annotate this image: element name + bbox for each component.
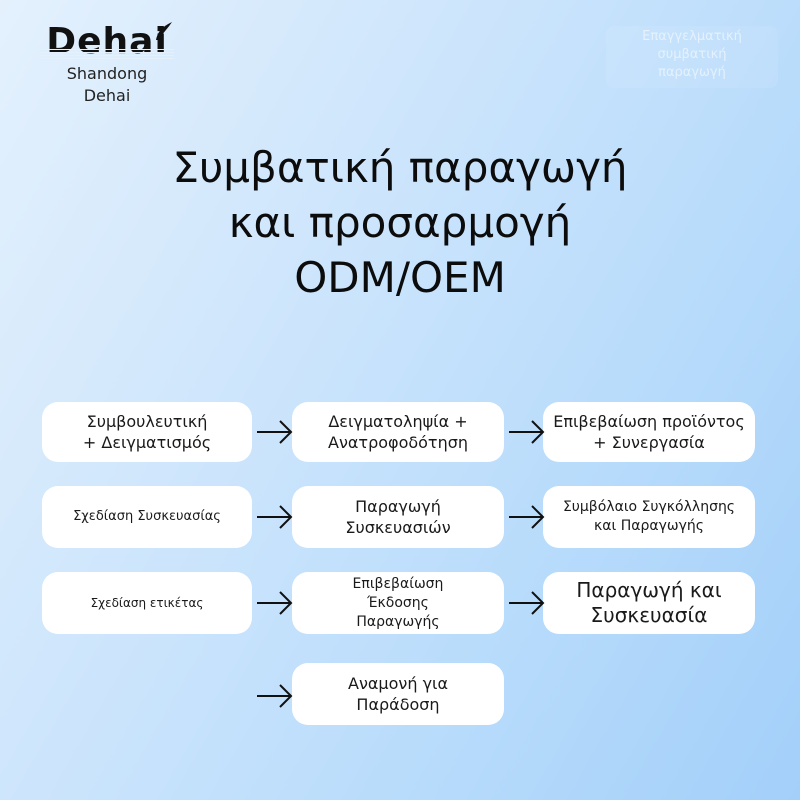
flow-step-label: Συμβόλαιο Συγκόλλησης και Παραγωγής — [563, 498, 735, 536]
flow-step-box: Δειγματοληψία + Ανατροφοδότηση — [292, 402, 504, 462]
watermark-text: Επαγγελματική συμβατική παραγωγή — [606, 26, 778, 88]
flow-step-label-line: Ανατροφοδότηση — [328, 433, 468, 452]
flow-step-label-line: Επιβεβαίωση προϊόντος — [553, 412, 745, 431]
flow-step-label-line: Παραγωγή — [355, 497, 441, 516]
watermark-line1: Επαγγελματική — [642, 29, 742, 44]
flow-step-label-line: Συσκευασιών — [345, 518, 451, 537]
flow-step-label-line: Έκδοσης — [367, 594, 429, 611]
flow-step-label-line: Σχεδίαση ετικέτας — [90, 595, 204, 610]
title-line3: ODM/OEM — [294, 253, 506, 302]
right-arrow-icon — [257, 420, 293, 444]
company-logo: Dehai Shandong Dehai — [40, 22, 174, 106]
flow-step-label: Σχεδίαση ετικέτας — [91, 595, 204, 612]
title-line2: και προσαρμογή — [228, 198, 572, 247]
flow-step-label-line: + Συνεργασία — [593, 433, 705, 452]
flow-step-label-line: Παράδοση — [356, 695, 440, 714]
flow-step-label-line: Αναμονή για — [348, 674, 448, 693]
flow-step-box: Επιβεβαίωση προϊόντος + Συνεργασία — [543, 402, 755, 462]
flow-step-label: Σχεδίαση Συσκευασίας — [73, 508, 221, 526]
flow-step-label-line: Παραγωγή και — [576, 578, 722, 602]
watermark-line3: παραγωγή — [658, 65, 726, 80]
flow-step-label: Δειγματοληψία + Ανατροφοδότηση — [328, 411, 468, 453]
right-arrow-icon — [509, 505, 545, 529]
flow-step-box: Σχεδίαση ετικέτας — [42, 572, 252, 634]
flow-step-box: Συμβόλαιο Συγκόλλησης και Παραγωγής — [543, 486, 755, 548]
title-line1: Συμβατική παραγωγή — [172, 143, 628, 192]
right-arrow-icon — [509, 591, 545, 615]
flow-step-label-line: Επιβεβαίωση — [352, 575, 444, 592]
logo-mark: Dehai — [40, 22, 174, 62]
flow-step-label: Συμβουλευτική + Δειγματισμός — [83, 411, 211, 453]
leaf-icon — [156, 22, 172, 40]
flow-step-label-line: Συμβουλευτική — [86, 412, 208, 431]
flow-step-label-line: Δειγματοληψία + — [328, 412, 468, 431]
logo-subtitle-line2: Dehai — [83, 86, 131, 105]
flow-step-box: Σχεδίαση Συσκευασίας — [42, 486, 252, 548]
right-arrow-icon — [257, 684, 293, 708]
flow-step-box: Συμβουλευτική + Δειγματισμός — [42, 402, 252, 462]
logo-stripes — [40, 47, 174, 59]
right-arrow-icon — [257, 591, 293, 615]
flow-step-label-line: Σχεδίαση Συσκευασίας — [73, 509, 221, 524]
flow-step-label-line: Συμβόλαιο Συγκόλλησης — [562, 499, 736, 515]
watermark-line2: συμβατική — [657, 47, 727, 62]
right-arrow-icon — [509, 420, 545, 444]
flow-step-label: Επιβεβαίωση προϊόντος + Συνεργασία — [553, 411, 744, 453]
flow-step-label-line: Παραγωγής — [356, 613, 440, 630]
page-title: Συμβατική παραγωγή και προσαρμογή ODM/OE… — [0, 140, 800, 305]
flow-step-label-line: + Δειγματισμός — [82, 433, 212, 452]
flow-step-label-line: Συσκευασία — [590, 603, 708, 627]
flow-step-label-line: και Παραγωγής — [594, 518, 704, 534]
right-arrow-icon — [257, 505, 293, 529]
logo-subtitle-line1: Shandong — [66, 64, 148, 83]
